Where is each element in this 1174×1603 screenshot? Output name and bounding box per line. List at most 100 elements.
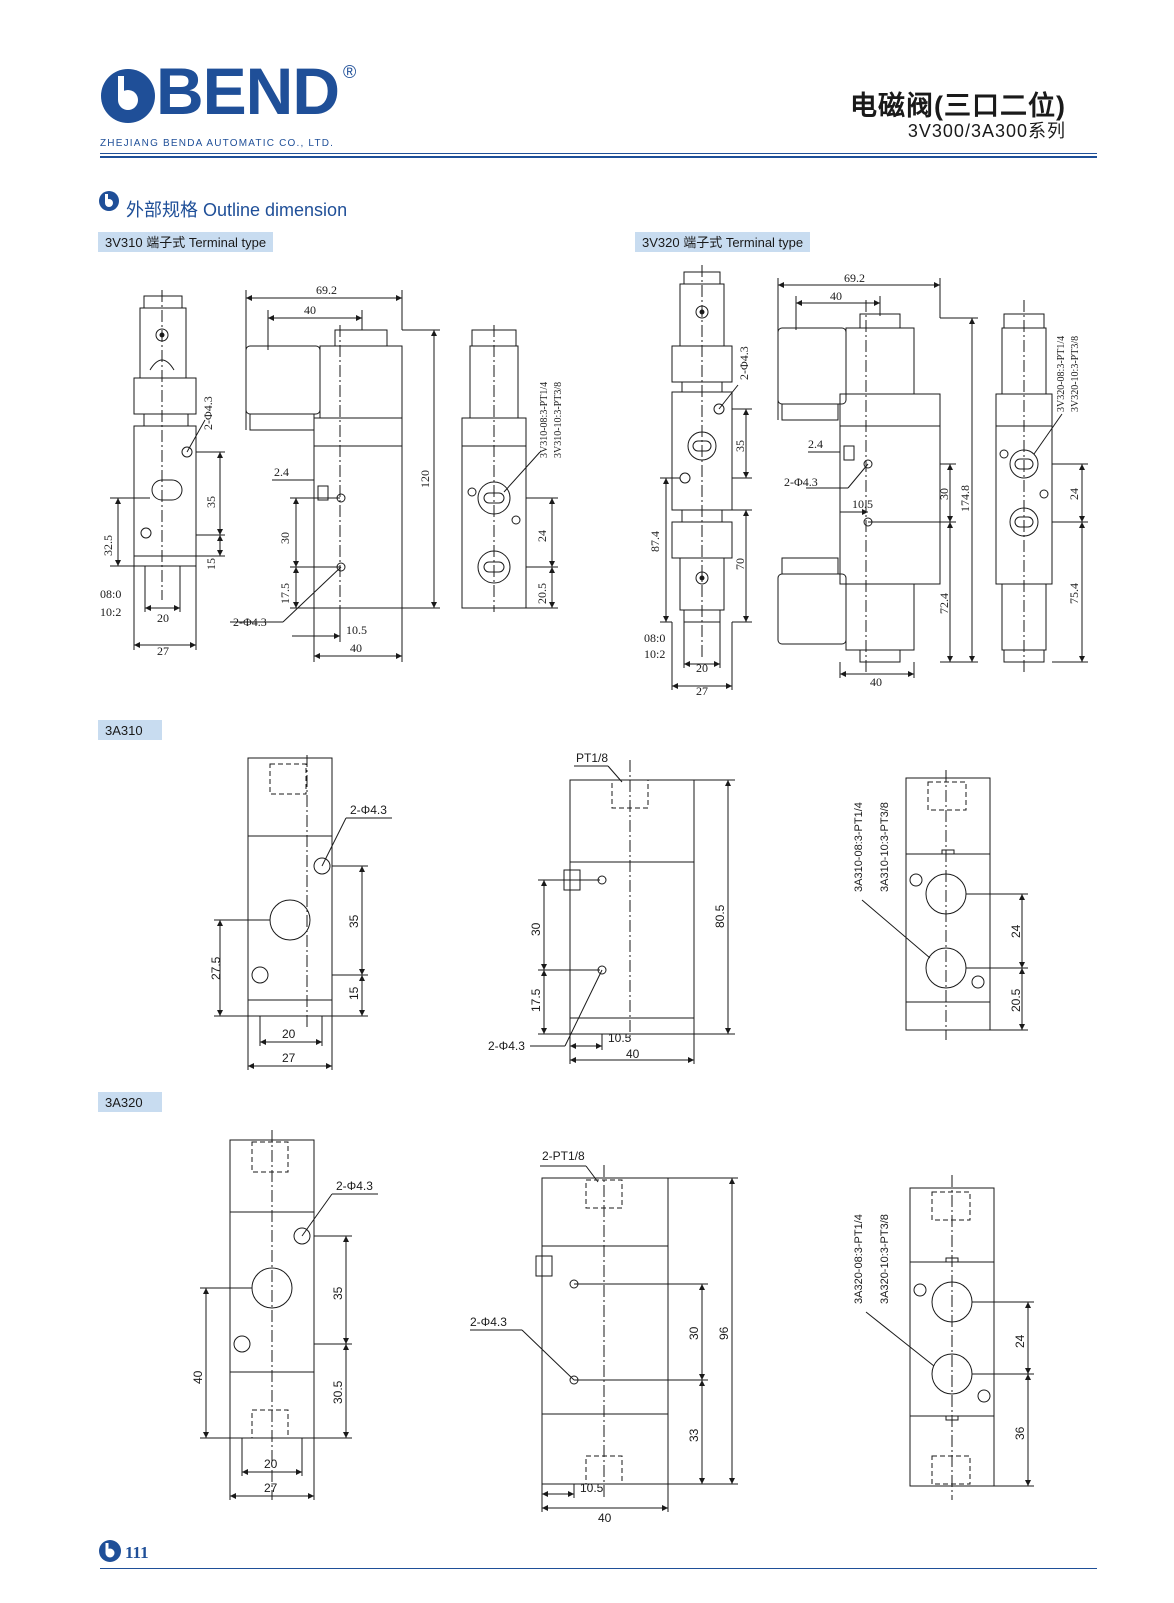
dim-label: 2-Φ4.3 <box>488 1039 525 1053</box>
dim-label: 32.5 <box>101 535 115 556</box>
dim-label: 27 <box>282 1051 296 1065</box>
port-label: 3V320-10:3-PT3/8 <box>1070 336 1081 412</box>
dim-label: 2-Φ4.3 <box>201 396 215 430</box>
dim-label: 10.5 <box>580 1481 604 1495</box>
section-title: 外部规格 Outline dimension <box>126 200 348 220</box>
dim-label: 120 <box>418 470 432 488</box>
drawing-3v320-side <box>660 265 752 690</box>
drawing-3a320-end <box>865 1175 1034 1500</box>
port-label: 3A310-10:3-PT3/8 <box>879 802 891 892</box>
dim-label: 20 <box>264 1457 278 1471</box>
dim-label: 96 <box>717 1326 731 1340</box>
dim-label: 2.4 <box>808 437 823 451</box>
drawing-3a310-side <box>214 755 392 1070</box>
dim-label: 69.2 <box>844 271 865 285</box>
dim-label: 87.4 <box>648 531 662 552</box>
dim-label: 24 <box>535 530 549 542</box>
logo-b-icon <box>101 69 155 123</box>
port-label: 3A320-08:3-PT1/4 <box>853 1214 865 1304</box>
header-rule-thin <box>100 153 1097 154</box>
dim-label: 2-Φ4.3 <box>737 346 751 380</box>
dim-label: 20.5 <box>535 583 549 604</box>
dim-label: 36 <box>1013 1426 1027 1440</box>
dim-label: 08:0 <box>644 631 665 645</box>
port-label: 3A310-08:3-PT1/4 <box>853 802 865 892</box>
dim-label: 72.4 <box>937 593 951 614</box>
drawing-3v310-end <box>461 325 558 612</box>
dim-label: 27 <box>264 1481 278 1495</box>
port-label: 3V320-08:3-PT1/4 <box>1056 336 1067 412</box>
dim-label: 10.5 <box>346 623 367 637</box>
company-name: ZHEJIANG BENDA AUTOMATIC CO., LTD. <box>100 138 335 149</box>
drawing-3a320-side <box>200 1130 378 1500</box>
dim-label: 30.5 <box>331 1380 345 1404</box>
drawing-3v320-end <box>995 300 1088 672</box>
dim-label: 30 <box>687 1326 701 1340</box>
dim-label: 17.5 <box>529 988 543 1012</box>
dim-label: 40 <box>830 289 842 303</box>
dim-label: 35 <box>331 1286 345 1300</box>
dim-label: 20 <box>157 611 169 625</box>
drawing-3v310-side <box>110 290 225 650</box>
dim-label: 2-Φ4.3 <box>470 1315 507 1329</box>
dim-label: 35 <box>733 440 747 452</box>
dim-label: 40 <box>304 303 316 317</box>
dim-label: 40 <box>626 1047 640 1061</box>
dim-label: 10:2 <box>100 605 121 619</box>
drawing-3a310-end <box>861 770 1028 1040</box>
dim-label: 35 <box>204 496 218 508</box>
drawing-3v310-front <box>230 290 440 662</box>
dim-label: 40 <box>191 1370 205 1384</box>
tag-3a320: 3A320 <box>98 1092 162 1112</box>
dim-label: 15 <box>204 558 218 570</box>
dim-label: 2-Φ4.3 <box>336 1179 373 1193</box>
dim-label: 30 <box>937 488 951 500</box>
dim-label: 10.5 <box>852 497 873 511</box>
drawing-3a320-front <box>470 1165 738 1512</box>
section-bullet-icon <box>99 191 119 211</box>
dim-label: 2.4 <box>274 465 289 479</box>
dim-label: 2-Φ4.3 <box>233 615 267 629</box>
dim-label: 24 <box>1067 488 1081 500</box>
dim-label: 20 <box>282 1027 296 1041</box>
dim-label: 27 <box>696 684 708 698</box>
dim-label: 69.2 <box>316 283 337 297</box>
header-rule-thick <box>100 156 1097 158</box>
dim-label: 2-Φ4.3 <box>350 803 387 817</box>
drawing-3a310-front <box>530 760 735 1064</box>
dim-label: 35 <box>347 914 361 928</box>
footer-logo-icon <box>99 1540 121 1562</box>
dim-label: 40 <box>350 641 362 655</box>
dim-label: 17.5 <box>278 583 292 604</box>
dim-label: 20 <box>696 661 708 675</box>
dim-label: PT1/8 <box>576 751 608 765</box>
dim-label: 20.5 <box>1009 988 1023 1012</box>
dim-label: 33 <box>687 1428 701 1442</box>
dim-label: 10.5 <box>608 1031 632 1045</box>
page-number: 111 <box>125 1543 149 1562</box>
port-label: 3V310-10:3-PT3/8 <box>553 382 564 458</box>
registered-mark: ® <box>343 62 357 82</box>
dim-label: 30 <box>278 532 292 544</box>
dim-label: 2-Φ4.3 <box>784 475 818 489</box>
dim-label: 30 <box>529 922 543 936</box>
dim-label: 40 <box>598 1511 612 1525</box>
tag-3a310: 3A310 <box>98 720 162 740</box>
dim-label: 10:2 <box>644 647 665 661</box>
dim-label: 40 <box>870 675 882 689</box>
page-title: 电磁阀(三口二位) <box>850 91 1066 121</box>
dim-label: 24 <box>1013 1334 1027 1348</box>
dim-label: 27 <box>157 644 169 658</box>
dim-label: 15 <box>347 986 361 1000</box>
dim-label: 2-PT1/8 <box>542 1149 585 1163</box>
tag-3v310: 3V310 端子式 Terminal type <box>98 232 274 252</box>
page-subtitle: 3V300/3A300系列 <box>907 121 1066 141</box>
dim-label: 24 <box>1009 924 1023 938</box>
port-label: 3V310-08:3-PT1/4 <box>539 382 550 458</box>
tag-3v320: 3V320 端子式 Terminal type <box>635 232 811 252</box>
logo-wordmark: BEND <box>156 54 340 128</box>
dim-label: 08:0 <box>100 587 121 601</box>
